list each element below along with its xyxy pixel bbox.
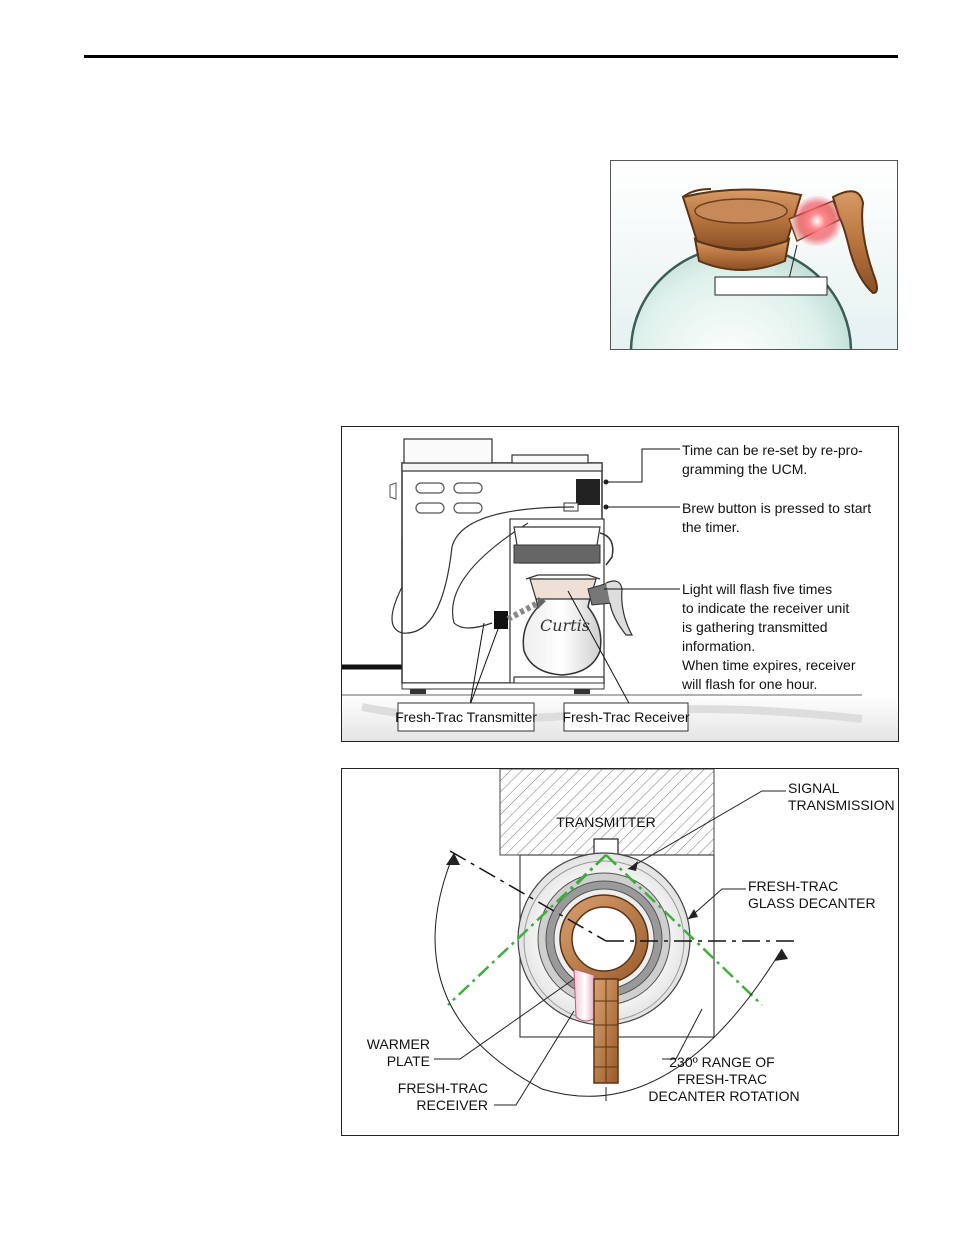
- decanter-photo: [611, 161, 897, 349]
- brewer-diagram-panel: Curtis Time can be re-set by re-pro- gra…: [341, 426, 899, 742]
- callout-brew-line-2: the timer.: [682, 519, 740, 535]
- receiver-label-box: [563, 702, 689, 732]
- callout-light-line-3: is gathering transmitted: [682, 619, 828, 635]
- receiver-glow: [791, 195, 843, 247]
- callout-light-line-6: will flash for one hour.: [681, 676, 817, 692]
- decanter-label-line-1: FRESH-TRAC: [748, 878, 838, 894]
- photo-callout-box: [714, 276, 828, 296]
- carafe-logo: Curtis: [540, 616, 590, 635]
- callout-reset-line-1: Time can be re-set by re-pro-: [682, 442, 863, 458]
- transmitter-label: Fresh-Trac Transmitter: [395, 709, 537, 725]
- receiver-top-label-line-1: FRESH-TRAC: [398, 1080, 488, 1096]
- top-view-panel: TRANSMITTER SIGNAL TRANSMISSION FRESH-TR…: [341, 768, 899, 1136]
- top-view-diagram: TRANSMITTER SIGNAL TRANSMISSION FRESH-TR…: [367, 769, 895, 1113]
- receiver-label: Fresh-Trac Receiver: [562, 709, 689, 725]
- callout-light-line-2: to indicate the receiver unit: [682, 600, 849, 616]
- decanter-photo-panel: [610, 160, 898, 350]
- callout-reset-line-2: gramming the UCM.: [682, 461, 807, 477]
- callout-reset: Time can be re-set by re-pro- gramming t…: [682, 442, 863, 477]
- signal-label-line-1: SIGNAL: [788, 780, 840, 796]
- decanter-label-line-2: GLASS DECANTER: [748, 895, 876, 911]
- signal-label-line-2: TRANSMISSION: [788, 797, 895, 813]
- warmer-label-line-1: WARMER: [367, 1036, 430, 1052]
- range-label-line-1: 230º RANGE OF: [669, 1054, 774, 1070]
- top-rule: [84, 55, 898, 58]
- transmitter-label-box: [397, 702, 535, 732]
- callout-light: Light will flash five times to indicate …: [681, 581, 856, 692]
- warmer-label-line-2: PLATE: [387, 1053, 430, 1069]
- range-label-line-2: FRESH-TRAC: [677, 1071, 767, 1087]
- callout-light-line-1: Light will flash five times: [682, 581, 832, 597]
- range-label-line-3: DECANTER ROTATION: [648, 1088, 799, 1104]
- receiver-top-label-line-2: RECEIVER: [416, 1097, 488, 1113]
- callout-brew-line-1: Brew button is pressed to start: [682, 500, 871, 516]
- callout-brew-button: Brew button is pressed to start the time…: [682, 500, 871, 535]
- callout-light-line-4: information.: [682, 638, 755, 654]
- transmitter-top-label: TRANSMITTER: [556, 814, 656, 830]
- callout-light-line-5: When time expires, receiver: [682, 657, 856, 673]
- transmitter-device: [494, 611, 508, 629]
- brewer-diagram: Curtis Time can be re-set by re-pro- gra…: [342, 438, 898, 741]
